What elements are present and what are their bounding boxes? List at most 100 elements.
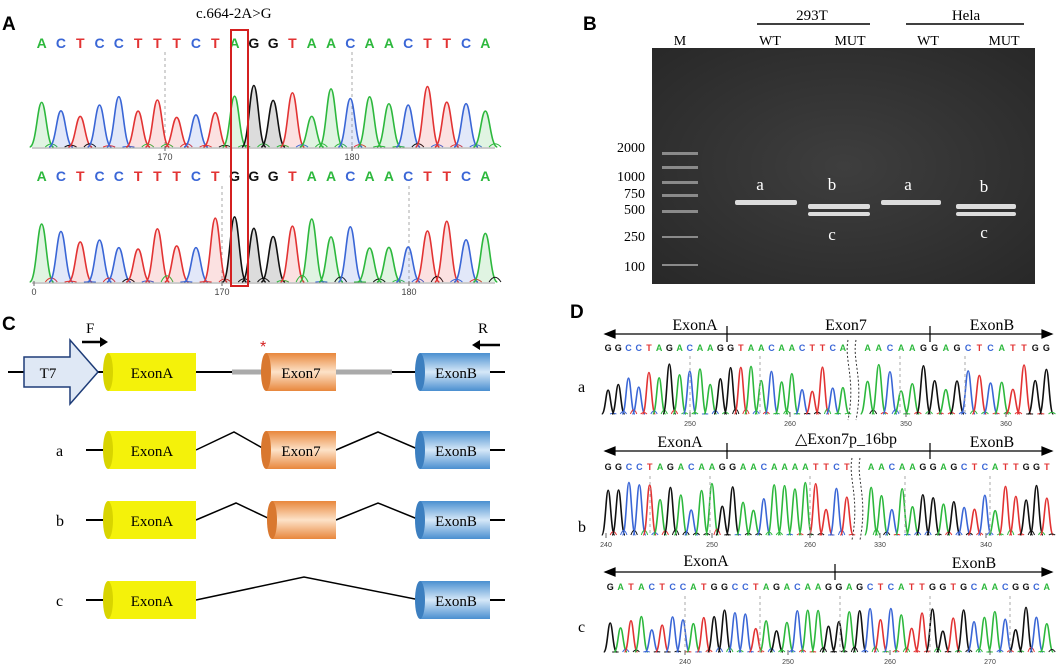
base-call: T (820, 343, 826, 353)
base-call: T (646, 343, 652, 353)
mutation-star: * (260, 339, 266, 356)
base-call: A (690, 582, 697, 592)
trace-peak (977, 494, 993, 536)
trace-peak (703, 383, 718, 415)
trace-peak (784, 372, 799, 415)
band-hela-mut-c (956, 212, 1016, 216)
tick-label: 180 (401, 287, 416, 297)
trace-noise (933, 647, 942, 653)
base-call: C (345, 35, 355, 51)
trace-noise (767, 648, 775, 653)
trace-peak (997, 618, 1013, 653)
base-call: A (365, 168, 375, 184)
trace-peak (925, 608, 940, 653)
base-call: G (1033, 462, 1040, 472)
arrowhead (1041, 329, 1054, 339)
trace-peak (882, 370, 898, 415)
base-call: G (268, 35, 279, 51)
base-call: C (94, 35, 104, 51)
base-call: A (678, 462, 685, 472)
base-call: T (628, 582, 634, 592)
panel-c-label: C (2, 314, 16, 335)
break-mark (846, 339, 852, 421)
base-call: C (833, 462, 840, 472)
base-call: T (813, 462, 819, 472)
band-label: b (828, 175, 837, 194)
trace-peak (299, 115, 325, 148)
trace-peak (453, 238, 479, 283)
base-call: C (461, 168, 471, 184)
base-call: A (878, 462, 885, 472)
ladder-1000: 1000 (617, 170, 645, 185)
trace-peak (987, 509, 1003, 536)
base-call: T (153, 35, 162, 51)
exon-7-cap (261, 353, 271, 391)
trace-noise (102, 277, 116, 283)
trace-peak (769, 630, 784, 653)
base-call: A (1044, 582, 1051, 592)
trace-peak (183, 246, 209, 283)
base-call: T (1044, 462, 1050, 472)
base-call: A (943, 343, 950, 353)
band-293t-wt-a (735, 200, 797, 205)
base-call: G (835, 582, 842, 592)
trace-peak (982, 382, 999, 415)
base-call: A (876, 343, 883, 353)
base-call: C (403, 168, 413, 184)
base-call: T (134, 168, 143, 184)
base-call: C (888, 582, 895, 592)
trace-peak (935, 630, 950, 653)
base-call: A (37, 35, 47, 51)
trace-peak (874, 494, 889, 536)
base-call: G (960, 582, 967, 592)
trace-peak (863, 486, 879, 536)
base-call: A (802, 462, 809, 472)
primer-r-label: R (478, 321, 488, 337)
trace-peak (758, 620, 774, 653)
base-call: T (659, 582, 665, 592)
trace-peak (376, 246, 402, 283)
isoform-b-exon-7-partial (272, 501, 336, 539)
trace-peak (600, 489, 616, 536)
isoform-a-exon-a-cap (103, 431, 113, 469)
trace-peak (821, 625, 836, 653)
base-call: T (1010, 343, 1016, 353)
trace-peak (925, 497, 941, 536)
base-call: T (172, 168, 181, 184)
base-call: A (898, 582, 905, 592)
trace-peak (1039, 497, 1055, 536)
base-call: C (56, 168, 66, 184)
panel-a-bottom-chromatogram (28, 186, 502, 283)
ladder-band (662, 210, 698, 213)
break-mark (850, 457, 856, 541)
base-call: G (248, 35, 259, 51)
base-call: G (929, 582, 936, 592)
base-call: T (1013, 462, 1019, 472)
trace-noise (848, 533, 856, 536)
base-call: G (248, 168, 259, 184)
base-call: G (1012, 582, 1019, 592)
base-call: G (939, 582, 946, 592)
base-call: A (898, 343, 905, 353)
base-call: G (721, 582, 728, 592)
base-call: A (384, 168, 394, 184)
isoform-label-b: b (56, 513, 64, 530)
base-call: A (676, 343, 683, 353)
base-call: C (635, 343, 642, 353)
lane-label-293t-mut: MUT (834, 34, 866, 49)
base-call: G (711, 582, 718, 592)
trace-peak (717, 609, 732, 653)
trace-peak (977, 616, 992, 653)
arrowhead (1041, 446, 1054, 456)
base-call: C (191, 168, 201, 184)
trace-peak (357, 247, 382, 283)
trace-peak (971, 374, 988, 415)
base-call: C (345, 168, 355, 184)
trace-peak (859, 380, 876, 415)
trace-peak (356, 96, 383, 148)
base-call: C (742, 582, 749, 592)
base-call: A (846, 582, 853, 592)
base-call: A (840, 343, 847, 353)
